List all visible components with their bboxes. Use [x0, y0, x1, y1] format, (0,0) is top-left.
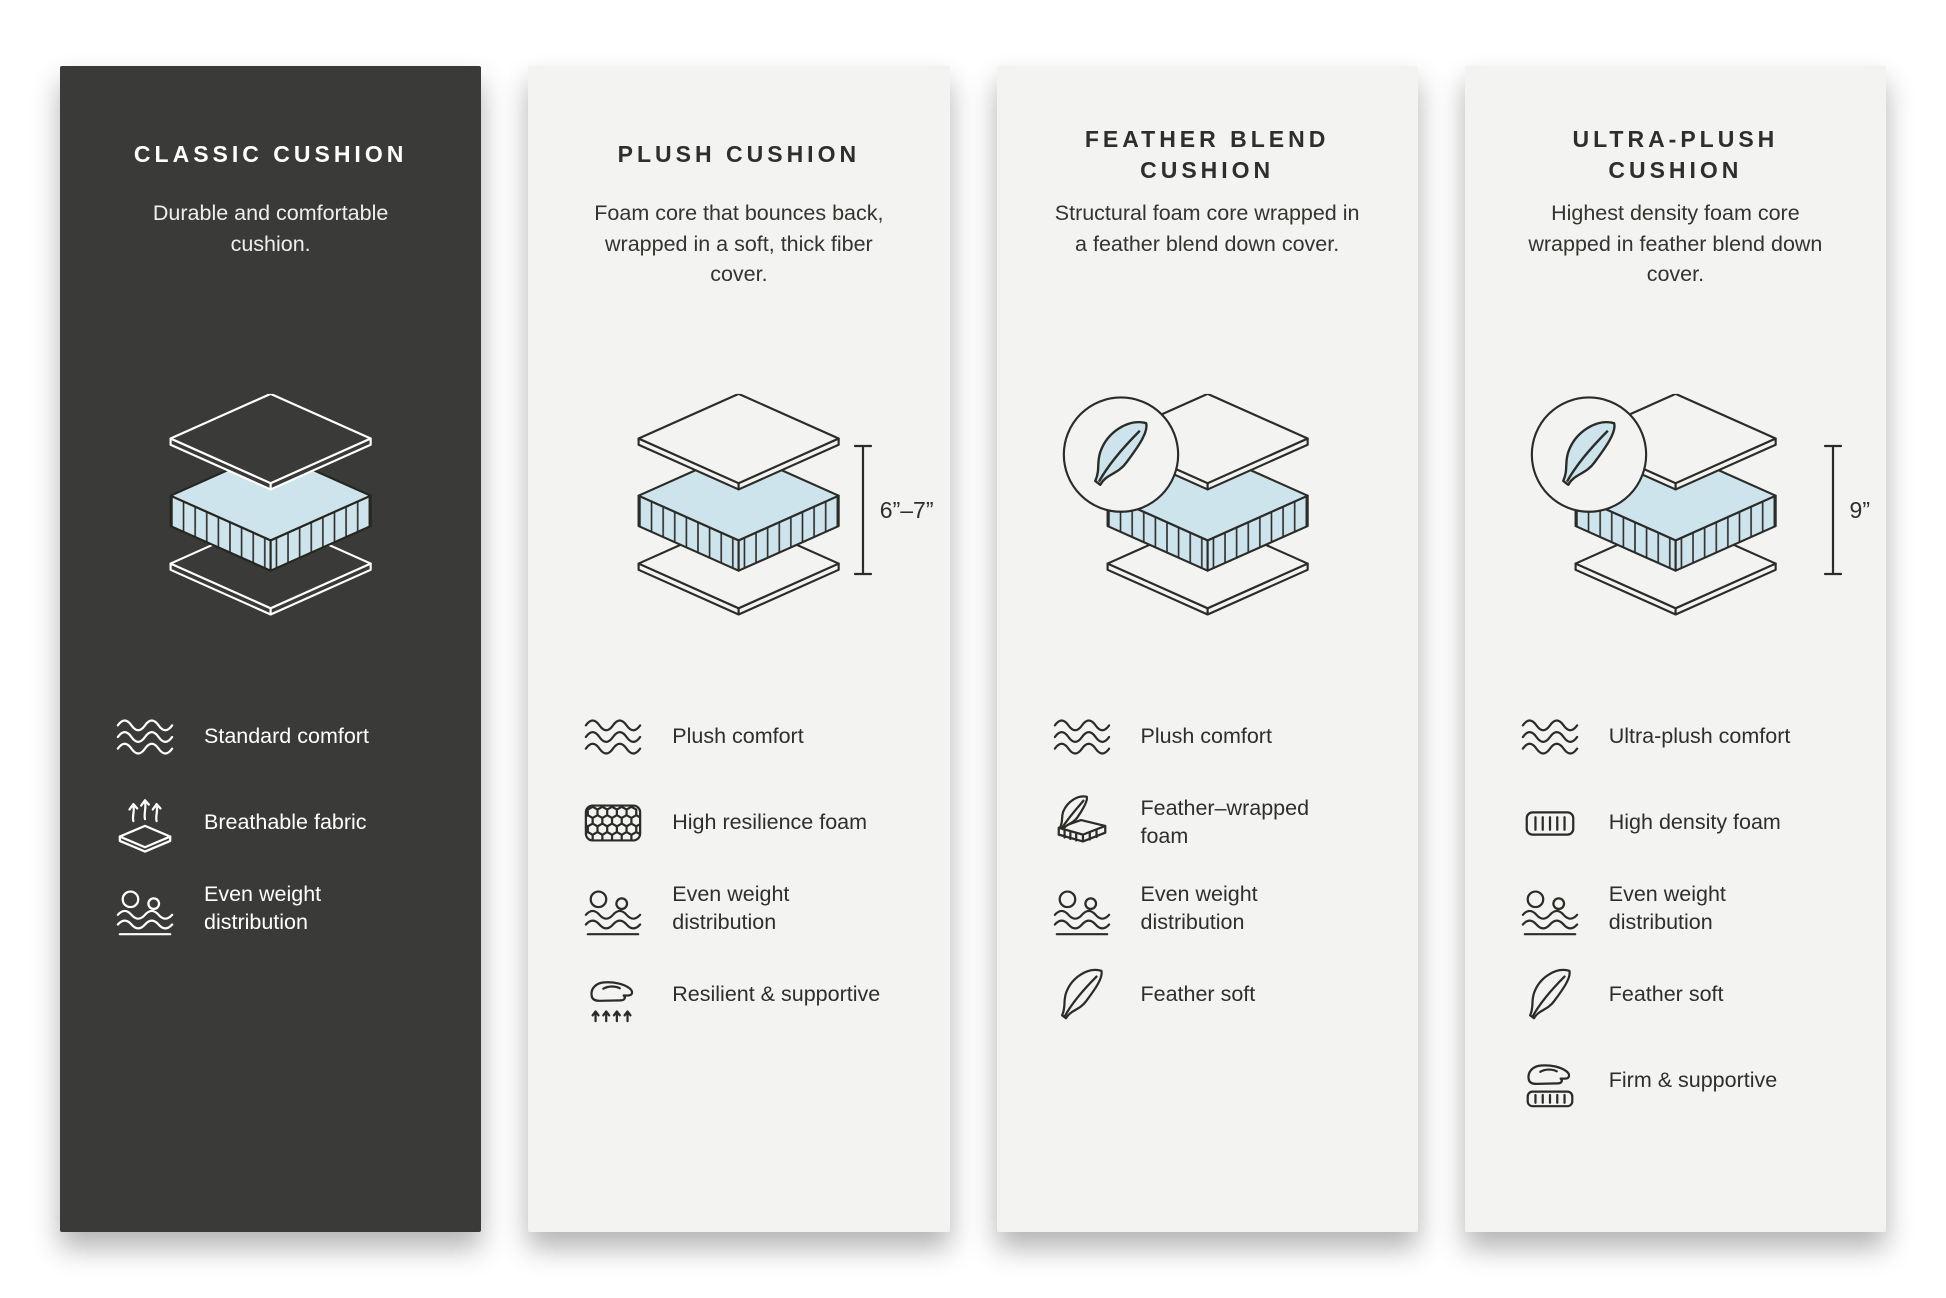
feature-row: Breathable fabric	[114, 792, 445, 854]
panel-title-wrap: PLUSH CUSHION	[560, 122, 917, 188]
panel-description: Structural foam core wrapped in a feathe…	[1054, 201, 1360, 256]
dimension-line-icon	[1823, 444, 1842, 576]
panel-title-wrap: CLASSIC CUSHION	[92, 122, 449, 188]
cushion-diagram	[1029, 320, 1386, 700]
wave-comfort-icon	[1051, 706, 1113, 768]
honeycomb-foam-icon	[582, 792, 644, 854]
dimension-line-icon	[853, 444, 872, 576]
feature-row: Plush comfort	[1051, 706, 1382, 768]
feature-row: Feather soft	[1051, 964, 1382, 1026]
feature-row: High resilience foam	[582, 792, 913, 854]
even-weight-icon	[1051, 878, 1113, 940]
panel-description: Durable and comfortable cushion.	[152, 201, 389, 256]
measurement-label: 6”–7”	[879, 496, 934, 523]
panel-title: FEATHER BLEND CUSHION	[1084, 125, 1330, 183]
hand-press-icon	[582, 964, 644, 1026]
feature-row: Feather–wrapped foam	[1051, 792, 1382, 854]
panel-title: CLASSIC CUSHION	[133, 141, 408, 168]
panel-title-wrap: FEATHER BLEND CUSHION	[1029, 122, 1386, 188]
feature-label: Firm & supportive	[1608, 1068, 1778, 1093]
feature-label: Ultra-plush comfort	[1608, 724, 1791, 749]
even-weight-icon	[1519, 878, 1581, 940]
cushion-diagram: 6”–7”	[560, 320, 934, 700]
panel-title-wrap: ULTRA-PLUSH CUSHION	[1497, 122, 1854, 188]
feature-label: Feather soft	[1608, 982, 1724, 1007]
feature-row: Standard comfort	[114, 706, 445, 768]
cushion-diagram: 9”	[1497, 320, 1870, 700]
feature-row: Resilient & supportive	[582, 964, 913, 1026]
measurement-label: 9”	[1849, 496, 1870, 523]
even-weight-icon	[582, 878, 644, 940]
feature-label: Standard comfort	[204, 724, 369, 749]
feature-row: Ultra-plush comfort	[1519, 706, 1850, 768]
panel-title: PLUSH CUSHION	[617, 141, 861, 168]
feature-label: Breathable fabric	[204, 810, 367, 835]
feather-icon	[1519, 964, 1581, 1026]
high-density-foam-icon	[1519, 792, 1581, 854]
feather-wrapped-foam-icon	[1051, 792, 1113, 854]
hand-press-pad-icon	[1519, 1050, 1581, 1112]
feature-label: Even weight distribution	[1608, 882, 1726, 934]
feather-badge-icon	[1062, 396, 1179, 513]
feather-badge-icon	[1530, 396, 1647, 513]
feature-row: High density foam	[1519, 792, 1850, 854]
feature-label: Even weight distribution	[1140, 882, 1258, 934]
feature-label: High density foam	[1608, 810, 1781, 835]
wave-comfort-icon	[1519, 706, 1581, 768]
feature-list: Standard comfort Breathable fabric Even …	[92, 706, 449, 940]
feature-label: Plush comfort	[1140, 724, 1272, 749]
cushion-diagram	[92, 320, 449, 700]
breathable-fabric-icon	[114, 792, 176, 854]
feature-label: Even weight distribution	[672, 882, 790, 934]
panel-feather-blend-cushion: FEATHER BLEND CUSHION Structural foam co…	[996, 66, 1418, 1232]
feature-label: Feather soft	[1140, 982, 1256, 1007]
feature-label: Resilient & supportive	[672, 982, 881, 1007]
panel-description: Foam core that bounces back, wrapped in …	[594, 201, 884, 287]
feature-label: Plush comfort	[672, 724, 804, 749]
measurement-indicator: 6”–7”	[852, 443, 934, 577]
even-weight-icon	[114, 878, 176, 940]
measurement-indicator: 9”	[1822, 443, 1870, 577]
feature-list: Ultra-plush comfort High density foam Ev…	[1497, 706, 1854, 1112]
wave-comfort-icon	[114, 706, 176, 768]
layered-cushion-icon	[170, 393, 371, 615]
wave-comfort-icon	[582, 706, 644, 768]
feature-row: Even weight distribution	[582, 878, 913, 940]
feature-row: Even weight distribution	[1051, 878, 1382, 940]
panel-description: Highest density foam core wrapped in fea…	[1528, 201, 1823, 287]
feature-label: Feather–wrapped foam	[1140, 796, 1310, 848]
feature-list: Plush comfort High resilience foam Even …	[560, 706, 917, 1026]
panel-ultra-plush-cushion: ULTRA-PLUSH CUSHION Highest density foam…	[1464, 66, 1886, 1232]
feather-icon	[1051, 964, 1113, 1026]
panel-title: ULTRA-PLUSH CUSHION	[1572, 125, 1779, 183]
feature-list: Plush comfort Feather–wrapped foam Even …	[1029, 706, 1386, 1026]
layered-cushion-icon	[1530, 393, 1776, 615]
feature-label: Even weight distribution	[204, 882, 322, 934]
feature-row: Plush comfort	[582, 706, 913, 768]
feature-row: Firm & supportive	[1519, 1050, 1850, 1112]
panel-plush-cushion: PLUSH CUSHION Foam core that bounces bac…	[528, 66, 950, 1232]
feature-row: Feather soft	[1519, 964, 1850, 1026]
panel-classic-cushion: CLASSIC CUSHION Durable and comfortable …	[60, 66, 482, 1232]
layered-cushion-icon	[1062, 393, 1308, 615]
feature-label: High resilience foam	[672, 810, 868, 835]
feature-row: Even weight distribution	[114, 878, 445, 940]
feature-row: Even weight distribution	[1519, 878, 1850, 940]
